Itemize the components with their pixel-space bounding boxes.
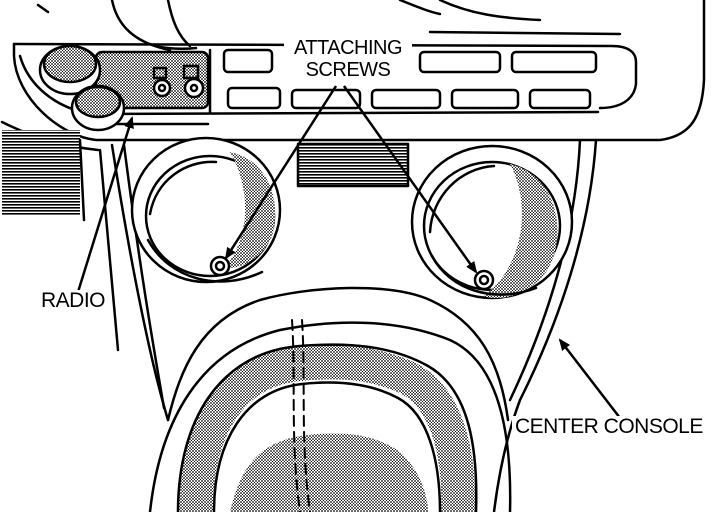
console-body [110,138,598,512]
center-console-label: CENTER CONSOLE [512,416,706,437]
screw-right-arrow [342,85,478,274]
attaching-screws-label: ATTACHING SCREWS [284,37,412,81]
console-arrow [558,338,621,419]
screw-left-arrow [224,85,338,260]
center-grille [296,142,410,188]
leader-lines [76,85,621,419]
right-cup-holder [410,144,574,300]
radio-unit [38,44,210,132]
shifter-boot [176,319,478,512]
side-vent [2,130,120,352]
radio-label: RADIO [38,290,109,311]
steering-column [36,0,622,52]
attaching-screws-label-line2: SCREWS [305,59,391,81]
radio-arrow [76,116,134,293]
switch-bank [222,48,598,110]
attaching-screws-label-line1: ATTACHING [293,37,403,59]
left-cup-holder [130,136,282,284]
